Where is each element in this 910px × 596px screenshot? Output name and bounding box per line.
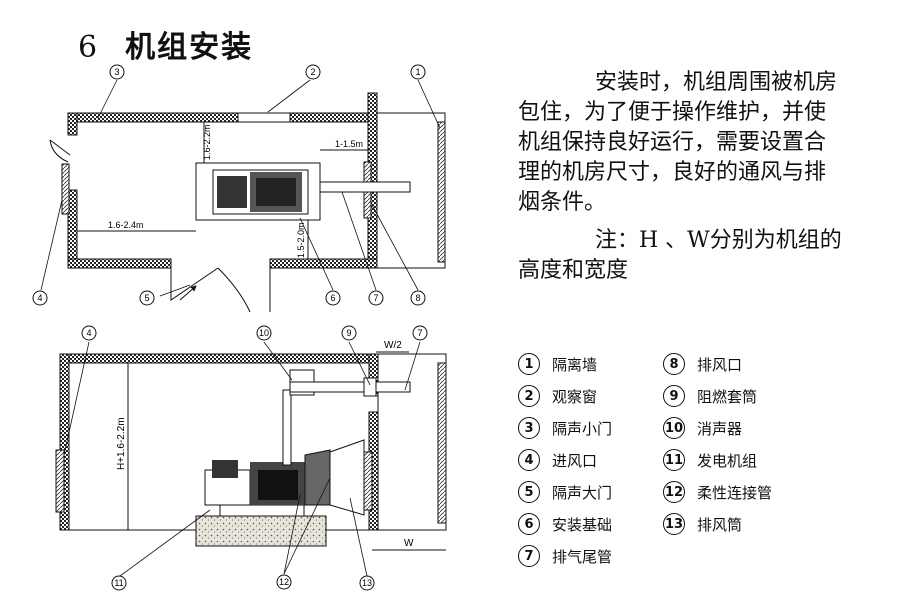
svg-text:3: 3 [114,67,119,77]
callout-7-plan: 7 [368,290,384,306]
dim-half-width: W/2 [384,340,402,351]
svg-text:6: 6 [330,293,335,303]
section-title-text: 机组安装 [125,30,254,65]
callout-6-plan: 6 [325,290,341,306]
plan-wall-left [67,112,78,136]
callout-3-plan: 3 [109,64,125,80]
elev-genset [204,439,365,516]
svg-text:7: 7 [373,293,378,303]
description: 安装时，机组周围被机房包住，为了便于操作维护，并使机组保持良好运行，需要设置合理… [518,68,843,286]
elev-wall-top [59,353,379,364]
plan-wall-top [67,112,378,123]
svg-text:8: 8 [415,293,420,303]
elev-foundation [195,515,327,547]
elev-outer-vent [437,362,447,524]
callout-11-elev: 11 [111,575,127,591]
elev-exhaust-vertical [282,389,292,466]
elev-air-chamber [377,353,447,531]
plan-window [237,112,291,123]
elev-inner-vent [363,451,373,511]
callout-9-elev: 9 [341,325,357,341]
callout-7-elev: 7 [412,325,428,341]
svg-text:7: 7 [417,328,422,338]
section-number: 6 [78,30,100,65]
svg-text:4: 4 [86,328,91,338]
svg-text:2: 2 [310,67,315,77]
plan-view: 1.6-2.2m 1-1.5m 1.6-2.4m 1.5-2.0m [40,79,446,313]
svg-text:9: 9 [346,328,351,338]
section-title: 6 机组安装 [78,22,253,66]
dim-height-clear: H+1.6-2.2m [116,417,127,470]
elev-sleeve [363,377,377,397]
callout-13-elev: 13 [359,575,375,591]
plan-wall-bottom-right [269,258,378,269]
description-note: 注：H 、W分别为机组的高度和宽度 [518,228,842,283]
callout-12-elev: 12 [276,574,292,590]
callout-1-plan: 1 [410,64,426,80]
plan-big-door [170,267,271,313]
dim-width: W [404,538,414,549]
svg-text:11: 11 [114,578,123,588]
dim-bottom-clear: 1.5-2.0m [296,222,306,258]
dim-exhaust-clear: 1-1.5m [335,139,363,149]
callout-4-plan: 4 [32,290,48,306]
svg-text:12: 12 [279,577,289,587]
dim-side-clear: 1.6-2.4m [108,220,144,230]
callout-10-elev: 10 [256,325,272,341]
callout-4-elev: 4 [81,325,97,341]
elev-intake-vent [55,449,65,513]
callout-8-plan: 8 [410,290,426,306]
svg-text:5: 5 [144,293,149,303]
dim-top-clear: 1.6-2.2m [202,124,212,160]
elevation-view: H+1.6-2.2m W/2 W [55,340,447,577]
svg-text:4: 4 [37,293,42,303]
plan-small-door [49,139,71,163]
elev-wall-left [59,353,70,531]
callout-2-plan: 2 [305,64,321,80]
plan-exhaust-pipe [319,181,411,193]
elev-exhaust-horizontal [289,381,411,393]
plan-wall-bottom-left [67,258,172,269]
svg-text:13: 13 [362,578,372,588]
svg-text:10: 10 [259,328,269,338]
svg-text:1: 1 [415,67,420,77]
description-paragraph: 安装时，机组周围被机房包住，为了便于操作维护，并使机组保持良好运行，需要设置合理… [518,70,838,215]
plan-outer-vent [437,121,446,263]
plan-intake-vent [61,163,70,215]
callout-5-plan: 5 [139,290,155,306]
